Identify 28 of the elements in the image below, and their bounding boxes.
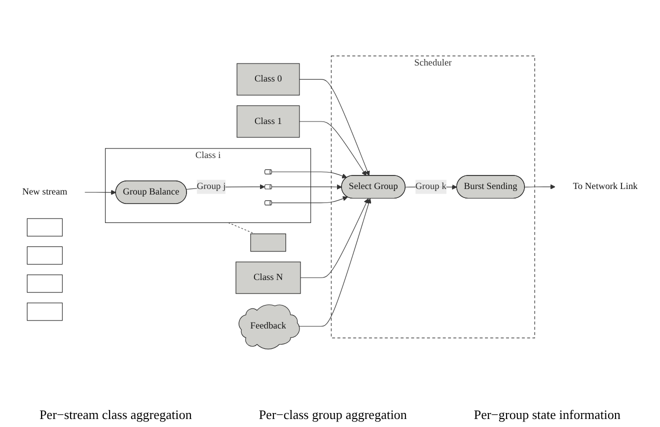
arrow <box>84 190 116 195</box>
edge-label: Group k <box>415 182 446 192</box>
node-bar <box>264 169 272 174</box>
node-box <box>250 234 286 252</box>
node-bar <box>264 184 272 190</box>
arrow <box>298 198 372 327</box>
node-box: Class N <box>236 262 301 294</box>
node-box <box>26 246 63 265</box>
node-text: To Network Link <box>572 182 638 192</box>
arrow <box>299 79 370 176</box>
node-box <box>26 218 63 236</box>
region-caption: Per−class group aggregation <box>258 407 407 423</box>
arrow <box>524 184 556 190</box>
node-box <box>26 274 63 293</box>
arrow <box>271 196 348 204</box>
node-box <box>26 302 63 321</box>
node-text: New stream <box>22 186 68 197</box>
region-caption: Per−group state information <box>474 407 621 423</box>
arrow <box>299 121 366 176</box>
node-bar <box>264 200 272 206</box>
node-box: Class 1 <box>236 105 300 138</box>
arrow <box>271 172 348 178</box>
edge-label: Group j <box>196 182 226 192</box>
connector <box>228 222 255 234</box>
region-caption: Per−stream class aggregation <box>39 407 192 423</box>
arrow <box>271 184 342 190</box>
arrow <box>300 198 369 278</box>
node-box: Class 0 <box>236 63 300 96</box>
